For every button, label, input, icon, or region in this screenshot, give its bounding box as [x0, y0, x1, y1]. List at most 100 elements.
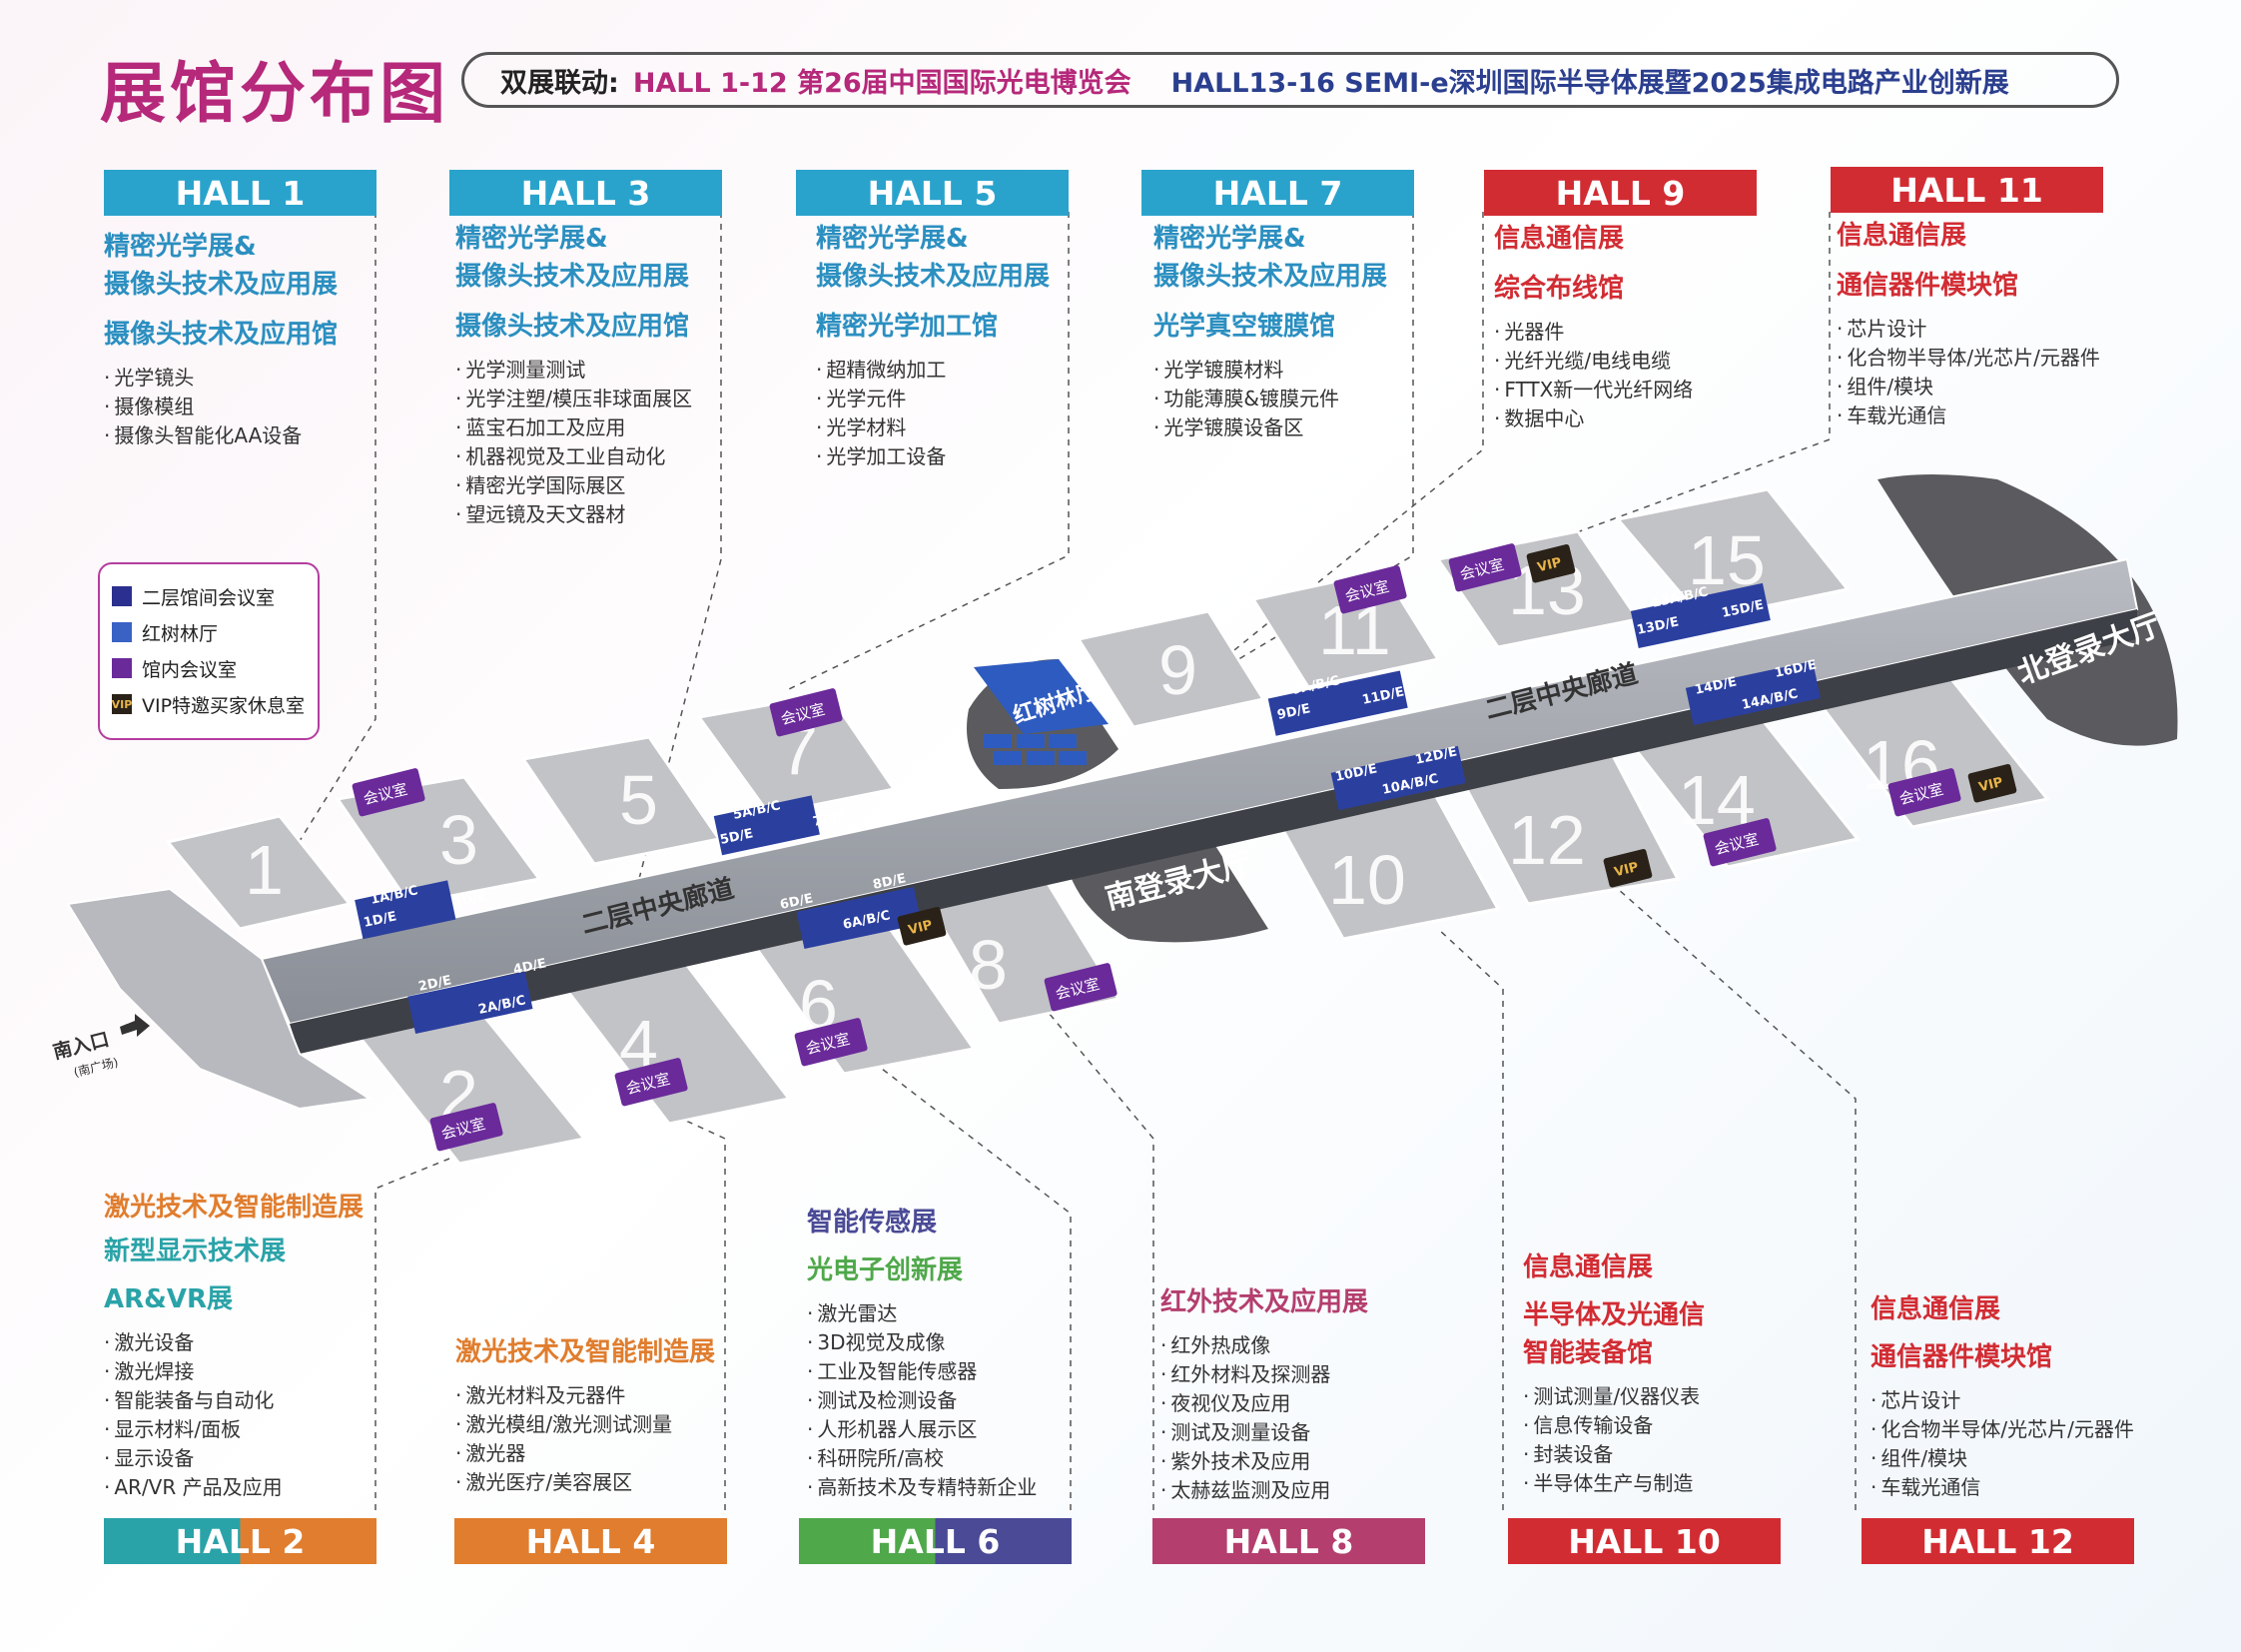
hall-number-8: 8	[969, 926, 1008, 1004]
hall-11-tab: HALL 11	[1831, 167, 2103, 213]
hall-item: 功能薄膜&镀膜元件	[1153, 385, 1483, 413]
legend-swatch	[112, 622, 132, 642]
hall-number-1: 1	[245, 831, 284, 909]
legend-item: 二层馆间会议室	[112, 578, 306, 614]
hall-subtitle: 综合布线馆	[1494, 274, 1625, 304]
hall-item: 车载光通信	[1837, 402, 2166, 430]
hall-subtitle: 摄像头技术及应用馆	[455, 312, 690, 342]
room-code: 8D/E	[872, 871, 908, 893]
hall-item: FTTX新一代光纤网络	[1494, 376, 1824, 405]
hall-title: 精密光学展&	[455, 224, 608, 254]
hall-item: 工业及智能传感器	[807, 1357, 1136, 1386]
hall-item: 光学材料	[816, 413, 1145, 442]
hall-number-15: 15	[1688, 521, 1766, 599]
room-code: 3D/E	[452, 889, 488, 911]
hall-2-tab: HALL 2	[104, 1518, 376, 1564]
room-code: 1D/E	[363, 909, 398, 931]
hall-item: 芯片设计	[1870, 1386, 2200, 1415]
legend-label: 二层馆间会议室	[142, 586, 276, 609]
banner-hall-1-12: HALL 1-12 第26届中国国际光电博览会	[632, 67, 1131, 99]
hall-item: 3D视觉及成像	[807, 1328, 1136, 1357]
hall-subtitle: 光学真空镀膜馆	[1153, 312, 1336, 342]
room-code: 2D/E	[417, 973, 453, 995]
hall-11-info: HALL 11 信息通信展 通信器件模块馆 芯片设计 化合物半导体/光芯片/元器…	[1831, 167, 2166, 430]
vip-room: VIP	[1977, 775, 2004, 795]
legend-item: 馆内会议室	[112, 650, 306, 686]
hall-item: 精密光学国际展区	[455, 471, 785, 500]
hall-item: 激光器	[455, 1439, 785, 1468]
vip-room: VIP	[1613, 860, 1640, 880]
banner-lead: 双展联动:	[500, 67, 619, 99]
hall-title: 光电子创新展	[807, 1255, 964, 1285]
hall-1-info: HALL 1 精密光学展& 摄像头技术及应用展 摄像头技术及应用馆 光学镜头 摄…	[104, 170, 433, 450]
hall-title: 激光技术及智能制造展	[455, 1337, 716, 1367]
hall-item: 显示设备	[104, 1444, 433, 1473]
hall-item: 组件/模块	[1870, 1444, 2200, 1473]
hall-4-info: 激光技术及智能制造展 激光材料及元器件 激光模组/激光测试测量 激光器 激光医疗…	[455, 1333, 785, 1497]
hall-item: 光学注塑/模压非球面展区	[455, 385, 785, 413]
hall-title: 摄像头技术及应用展	[1153, 262, 1388, 292]
hall-10-info: 信息通信展 半导体及光通信 智能装备馆 测试测量/仪器仪表 信息传输设备 封装设…	[1523, 1248, 1853, 1498]
hall-item: 半导体生产与制造	[1523, 1469, 1853, 1498]
hall-item: 封装设备	[1523, 1440, 1853, 1469]
legend-swatch	[112, 658, 132, 678]
hall-title: 智能传感展	[807, 1208, 938, 1238]
hall-item: 科研院所/高校	[807, 1444, 1136, 1473]
hall-item: 光学元件	[816, 385, 1145, 413]
banner-hall-13-16: HALL13-16 SEMI-e深圳国际半导体展暨2025集成电路产业创新展	[1170, 67, 2009, 99]
hall-7-tab: HALL 7	[1141, 170, 1414, 216]
hall-5-info: HALL 5 精密光学展& 摄像头技术及应用展 精密光学加工馆 超精微纳加工 光…	[796, 170, 1145, 471]
entrance-arrow-icon	[120, 1014, 150, 1037]
hall-item: 激光材料及元器件	[455, 1381, 785, 1410]
hall-6-tab: HALL 6	[799, 1518, 1072, 1564]
room-code: 9D/E	[1276, 701, 1312, 723]
hall-item: 信息传输设备	[1523, 1411, 1853, 1440]
hall-subtitle: 摄像头技术及应用馆	[104, 320, 339, 350]
hall-item: 智能装备与自动化	[104, 1386, 433, 1415]
hall-title: 通信器件模块馆	[1870, 1342, 2053, 1372]
hall-item: 红外材料及探测器	[1160, 1360, 1490, 1389]
hall-6-info: 智能传感展 光电子创新展 激光雷达 3D视觉及成像 工业及智能传感器 测试及检测…	[807, 1204, 1136, 1502]
hall-3-info: HALL 3 精密光学展& 摄像头技术及应用展 摄像头技术及应用馆 光学测量测试…	[449, 170, 785, 529]
hall-item: 紫外技术及应用	[1160, 1447, 1490, 1476]
hall-item: AR/VR 产品及应用	[104, 1473, 433, 1502]
hall-item: 蓝宝石加工及应用	[455, 413, 785, 442]
hall-item: 激光设备	[104, 1328, 433, 1357]
hall-item: 光学测量测试	[455, 356, 785, 385]
hall-9-info: HALL 9 信息通信展 综合布线馆 光器件 光纤光缆/电线电缆 FTTX新一代…	[1484, 170, 1824, 433]
hall-title: 新型显示技术展	[104, 1237, 287, 1266]
hall-number-3: 3	[439, 801, 478, 879]
hall-title: 精密光学展&	[816, 224, 969, 254]
hall-subtitle: 通信器件模块馆	[1837, 271, 2019, 301]
hall-item: 芯片设计	[1837, 315, 2166, 344]
hall-7-info: HALL 7 精密光学展& 摄像头技术及应用展 光学真空镀膜馆 光学镀膜材料 功…	[1141, 170, 1483, 442]
legend-swatch	[112, 586, 132, 606]
hall-item: 激光雷达	[807, 1299, 1136, 1328]
hall-item: 望远镜及天文器材	[455, 500, 785, 529]
hall-4-tab: HALL 4	[454, 1518, 727, 1564]
legend-label: VIP特邀买家休息室	[142, 694, 306, 717]
hall-title: 激光技术及智能制造展	[104, 1193, 365, 1223]
hall-item: 化合物半导体/光芯片/元器件	[1837, 344, 2166, 373]
hall-9-tab: HALL 9	[1484, 170, 1757, 216]
hall-item: 超精微纳加工	[816, 356, 1145, 385]
hall-item: 机器视觉及工业自动化	[455, 442, 785, 471]
event-banner: 双展联动: HALL 1-12 第26届中国国际光电博览会 HALL13-16 …	[461, 52, 2119, 108]
hall-item: 激光医疗/美容展区	[455, 1468, 785, 1497]
room-code: 4D/E	[512, 956, 548, 978]
hall-number-9: 9	[1158, 631, 1197, 709]
hall-title: 信息通信展	[1494, 224, 1625, 254]
hall-title: 信息通信展	[1870, 1294, 2001, 1324]
hall-title: 精密光学展&	[1153, 224, 1306, 254]
hall-12-info: 信息通信展 通信器件模块馆 芯片设计 化合物半导体/光芯片/元器件 组件/模块 …	[1870, 1290, 2200, 1502]
hall-title: 信息通信展	[1837, 221, 1967, 251]
room-code: 5D/E	[719, 826, 755, 848]
hall-title: 精密光学展&	[104, 232, 257, 262]
hall-item: 组件/模块	[1837, 373, 2166, 402]
hall-item: 数据中心	[1494, 405, 1824, 433]
south-entrance-sub: (南广场)	[72, 1054, 120, 1080]
hall-item: 化合物半导体/光芯片/元器件	[1870, 1415, 2200, 1444]
